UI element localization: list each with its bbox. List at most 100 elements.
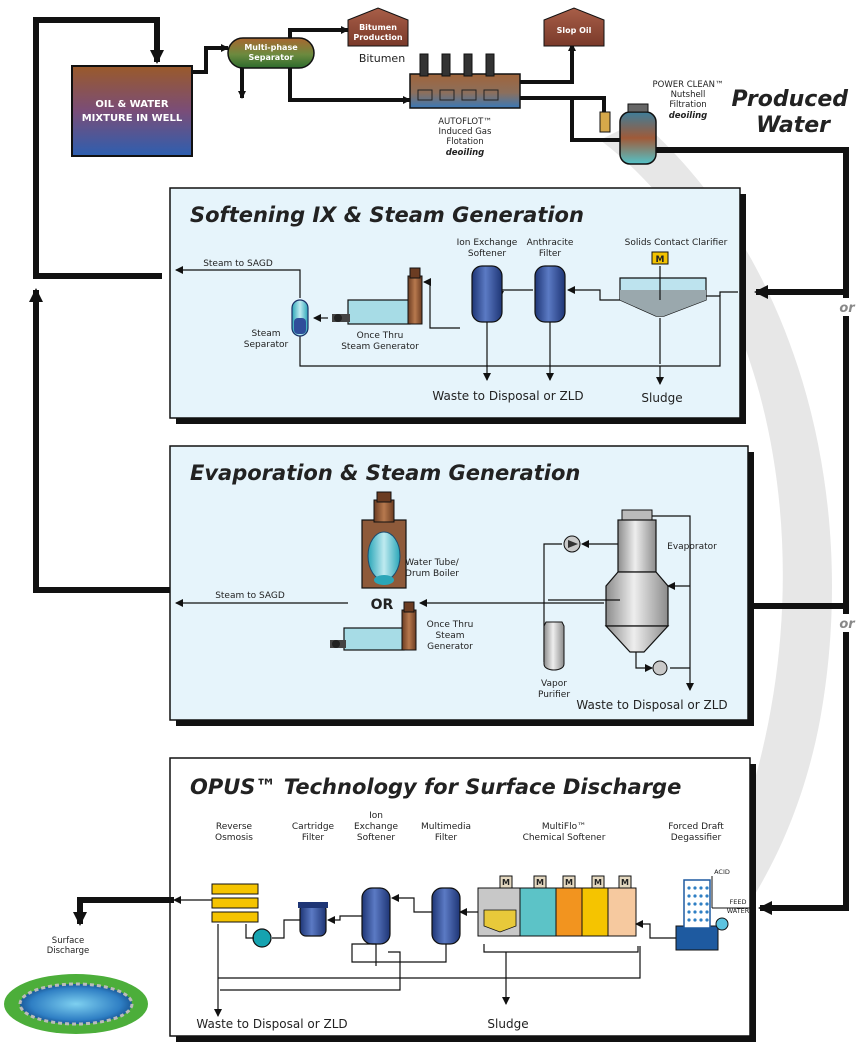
p2-waste-label: Waste to Disposal or ZLD [576,698,727,712]
p3-ion-label-line3: Softener [357,833,396,843]
p1-ion-exchange-line1: Ion Exchange [457,238,518,248]
p3-waste-label: Waste to Disposal or ZLD [196,1017,347,1031]
bitumen-production-house [347,7,409,47]
cartridge-label-line1: Cartridge [292,822,335,832]
discharge-label-line1: Surface [52,936,84,946]
cartridge-filter [298,902,328,937]
solids-contact-clarifier [619,251,707,317]
produced-water-to-panel3 [758,606,849,915]
oil-water-well-tank [71,65,193,157]
pond-water [18,982,134,1026]
motor-label-5: M [621,878,629,887]
bitumen-label: Bitumen [359,52,405,65]
discharge-label-line2: Discharge [47,946,90,956]
evap-steam-return-line [29,288,170,593]
or-label-1: or [839,301,856,316]
recirc-pump-icon [652,660,668,676]
separator-to-bitumen-line [288,26,349,38]
powerclean-label-line3: Filtration [669,100,706,110]
produced-water-line1: Produced [731,87,848,112]
feed-water-line1: FEED [730,898,747,906]
multiflo-chemical-softener [477,887,637,937]
panel-evaporation-title: Evaporation & Steam Generation [190,461,580,485]
slop-oil-label: Slop Oil [557,26,592,35]
multimedia-label-line1: Multimedia [421,822,471,832]
panel-evaporation: Evaporation & Steam Generation Water Tub… [169,445,754,726]
ro-feed-pump-icon [252,928,272,948]
reverse-osmosis-unit [211,883,259,923]
boiler-label-line2: Drum Boiler [405,569,459,579]
vapor-purifier-line1: Vapor [541,679,567,689]
panel-opus: OPUS™ Technology for Surface Discharge R… [169,757,756,1042]
multimedia-filter-vessel [431,887,461,945]
p2-once-thru-line2: Steam [435,631,464,641]
panel-softening: Softening IX & Steam Generation Steam to… [169,187,746,424]
p1-waste-label: Waste to Disposal or ZLD [432,389,583,403]
steam-separator-line1: Steam [251,329,280,339]
anthracite-line1: Anthracite [527,238,574,248]
multimedia-label-line2: Filter [435,833,458,843]
p2-steam-to-sagd: Steam to SAGD [215,591,285,601]
forced-draft-degassifier [675,876,750,951]
autoflot-label-line1: AUTOFLOT™ [438,117,492,127]
panel-softening-title: Softening IX & Steam Generation [190,203,584,227]
autoflot-to-powerclean-line [520,96,606,112]
autoflot-label-line2: Induced Gas [439,127,492,137]
once-thru-line2: Steam Generator [341,342,419,352]
once-thru-line1: Once Thru [357,331,404,341]
separator-to-autoflot-line [288,68,411,104]
evaporator-label: Evaporator [667,542,717,552]
well-to-separator-line [192,44,229,74]
vapor-purifier-line2: Purifier [538,690,570,700]
separator-label-line2: Separator [249,53,294,62]
once-thru-steam-generator [332,267,423,325]
produced-water-line2: Water [756,113,831,138]
steam-separator-line2: Separator [244,340,289,350]
vapor-purifier-vessel [543,621,565,671]
motor-label-4: M [594,878,602,887]
p3-sludge-label: Sludge [487,1017,528,1031]
p2-once-thru-line3: Generator [427,642,473,652]
autoflot-label-line3: Flotation [446,137,483,147]
p3-ion-label-line2: Exchange [354,822,398,832]
multiflo-label-line2: Chemical Softener [523,833,606,843]
powerclean-label-line1: POWER CLEAN™ [653,80,724,90]
slop-oil-house [543,7,605,47]
clarifier-label: Solids Contact Clarifier [625,238,728,248]
cartridge-label-line2: Filter [302,833,325,843]
feed-water-line2: WATER [727,907,750,915]
water-tube-drum-boiler [361,491,407,589]
anthracite-line2: Filter [539,249,562,259]
surface-discharge: Surface Discharge [4,897,174,1034]
bitumen-production-line1: Bitumen [359,23,397,32]
panel-opus-title: OPUS™ Technology for Surface Discharge [190,775,681,799]
top-section: OIL & WATER MIXTURE IN WELL Multi-phase … [29,7,862,915]
acid-label: ACID [714,868,730,876]
produced-water-to-panel1 [656,147,849,299]
background-swoosh [560,120,832,1040]
ro-label-line2: Osmosis [215,833,253,843]
steam-return-line [33,17,164,279]
well-label-line1: OIL & WATER [95,99,168,110]
powerclean-filter [599,103,657,165]
p1-sludge-label: Sludge [641,391,682,405]
p1-ion-exchange-vessel [471,265,503,323]
autoflot-deoiling: deoiling [446,148,485,158]
degassifier-label-line1: Forced Draft [668,822,724,832]
p1-steam-to-sagd: Steam to SAGD [203,259,273,269]
p2-once-thru-generator [330,601,417,651]
powerclean-feed-line [570,98,620,142]
evaporator-vessel [604,509,670,653]
ro-label-line1: Reverse [216,822,253,832]
motor-label-1: M [502,878,510,887]
motor-label-3: M [565,878,573,887]
discharge-line [73,897,174,926]
or-label-2: or [839,617,856,632]
or-boiler-label: OR [371,597,394,613]
separator-label-line1: Multi-phase [244,43,298,52]
p2-once-thru-line1: Once Thru [427,620,474,630]
p3-ion-label-line1: Ion [369,811,383,821]
bitumen-production-line2: Production [353,33,403,42]
boiler-label-line1: Water Tube/ [405,558,460,568]
